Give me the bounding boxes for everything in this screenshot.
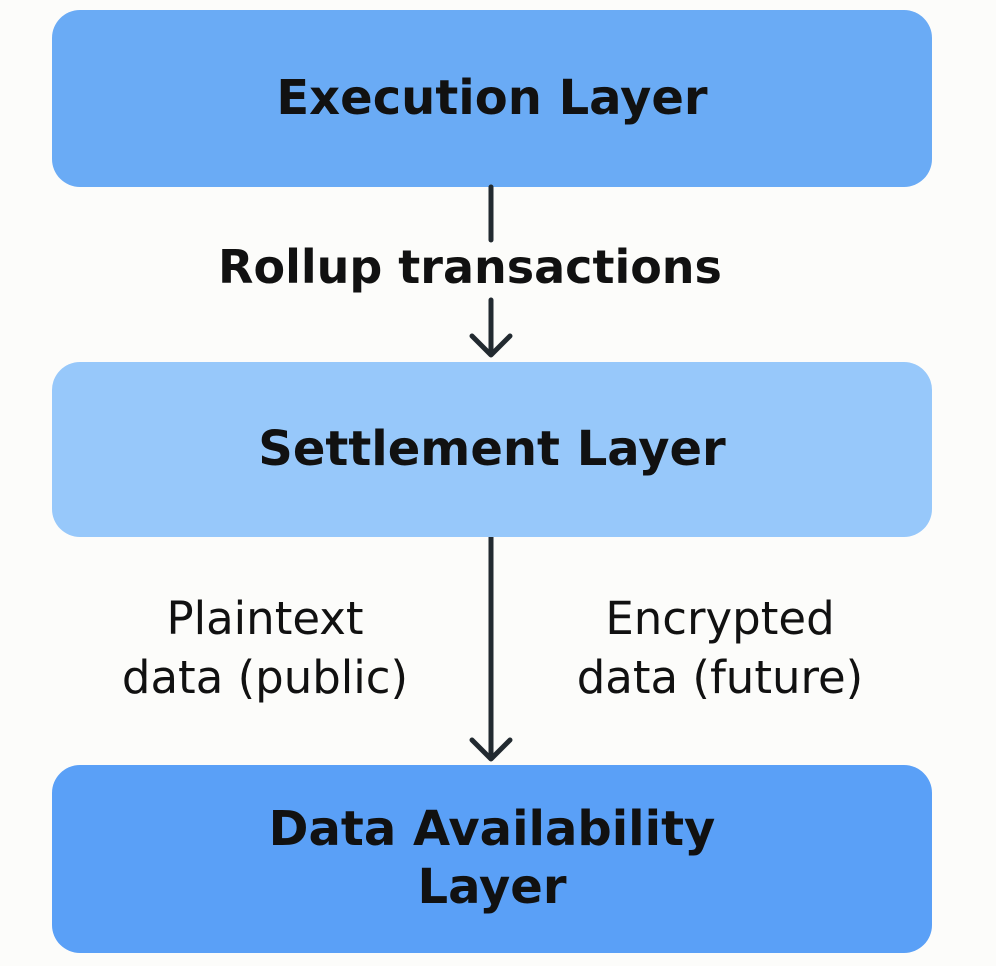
settlement-layer-node: Settlement Layer xyxy=(52,362,932,537)
data-availability-line-2: Layer xyxy=(417,859,567,915)
plaintext-line-2: data (public) xyxy=(121,650,409,704)
execution-layer-node: Execution Layer xyxy=(52,10,932,187)
execution-layer-label: Execution Layer xyxy=(276,69,708,126)
plaintext-line-1: Plaintext xyxy=(166,592,364,645)
data-availability-layer-node: Data Availability Layer xyxy=(52,765,932,953)
arrow-2-head xyxy=(469,737,513,762)
arrow-1-head xyxy=(469,333,513,358)
encrypted-data-label: Encrypted data (future) xyxy=(510,590,930,707)
settlement-layer-label: Settlement Layer xyxy=(258,420,726,477)
plaintext-data-label: Plaintext data (public) xyxy=(60,590,470,707)
encrypted-line-2: data (future) xyxy=(576,650,864,704)
rollup-transactions-label: Rollup transactions xyxy=(218,240,722,294)
encrypted-line-1: Encrypted xyxy=(605,592,835,645)
data-availability-line-1: Data Availability xyxy=(268,801,716,858)
